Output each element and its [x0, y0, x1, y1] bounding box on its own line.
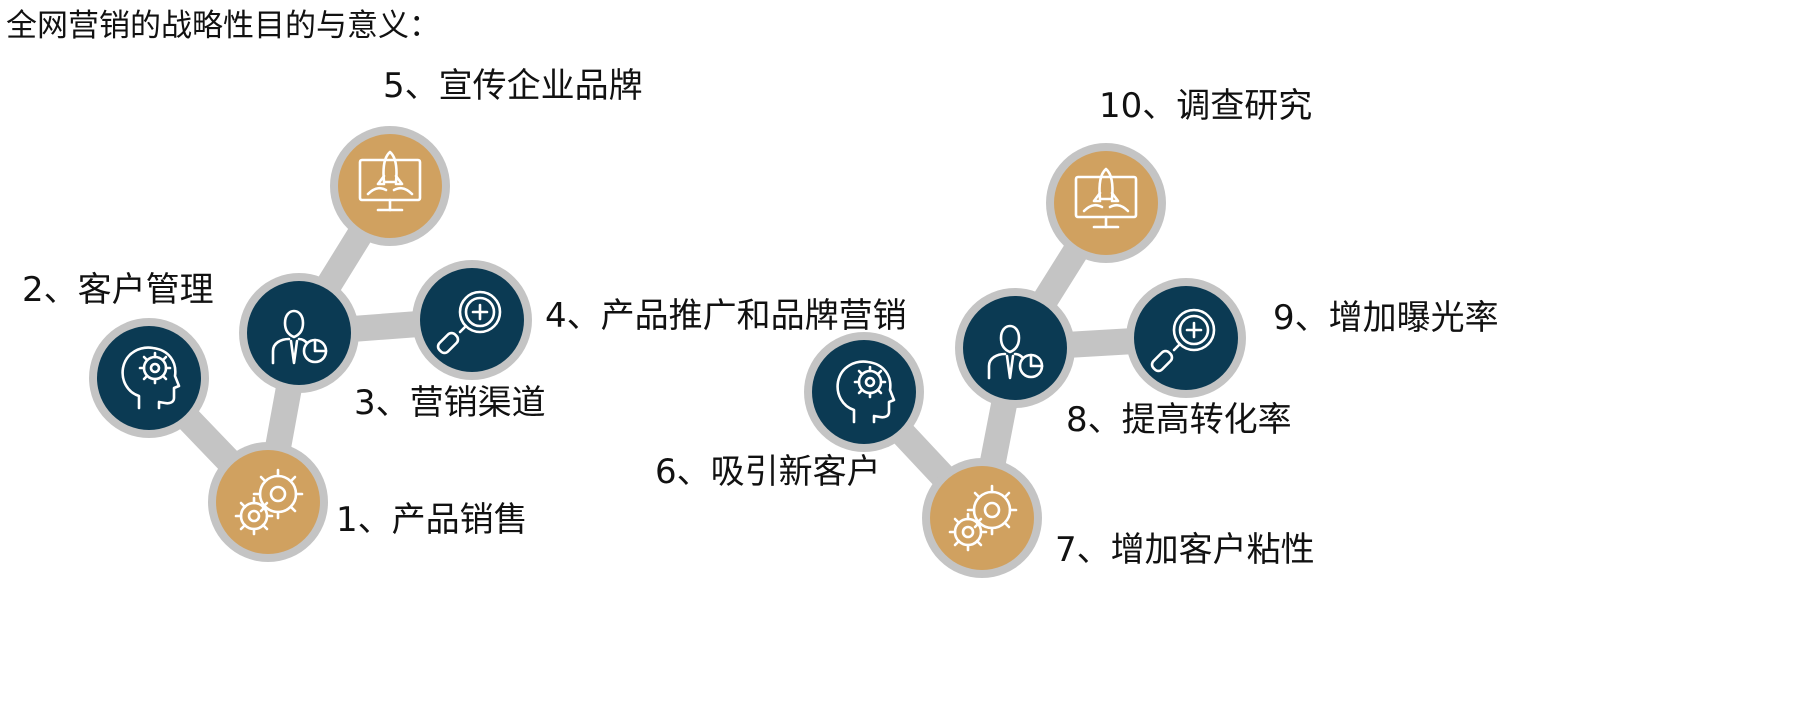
node-label: 6、吸引新客户	[655, 452, 881, 492]
node-label: 5、宣传企业品牌	[383, 66, 643, 106]
node-label: 8、提高转化率	[1066, 400, 1292, 440]
node-label: 1、产品销售	[336, 500, 528, 540]
node-7	[930, 466, 1034, 570]
node-circle	[1054, 151, 1158, 255]
node-10	[1054, 151, 1158, 255]
node-4	[420, 268, 524, 372]
cluster-2	[804, 143, 1246, 578]
node-label: 10、调查研究	[1099, 86, 1313, 126]
node-3	[247, 281, 351, 385]
node-label: 9、增加曝光率	[1273, 298, 1499, 338]
node-circle	[1134, 286, 1238, 390]
node-label: 7、增加客户粘性	[1055, 530, 1315, 570]
cluster-1	[89, 126, 532, 562]
node-2	[97, 326, 201, 430]
node-circle	[338, 134, 442, 238]
node-label: 3、营销渠道	[354, 383, 546, 423]
page-title: 全网营销的战略性目的与意义：	[6, 8, 440, 44]
node-label: 2、客户管理	[22, 270, 214, 310]
node-1	[216, 450, 320, 554]
node-6	[812, 340, 916, 444]
node-9	[1134, 286, 1238, 390]
node-circle	[930, 466, 1034, 570]
node-5	[338, 134, 442, 238]
node-circle	[420, 268, 524, 372]
node-label: 4、产品推广和品牌营销	[545, 296, 907, 336]
node-8	[963, 296, 1067, 400]
node-circle	[216, 450, 320, 554]
